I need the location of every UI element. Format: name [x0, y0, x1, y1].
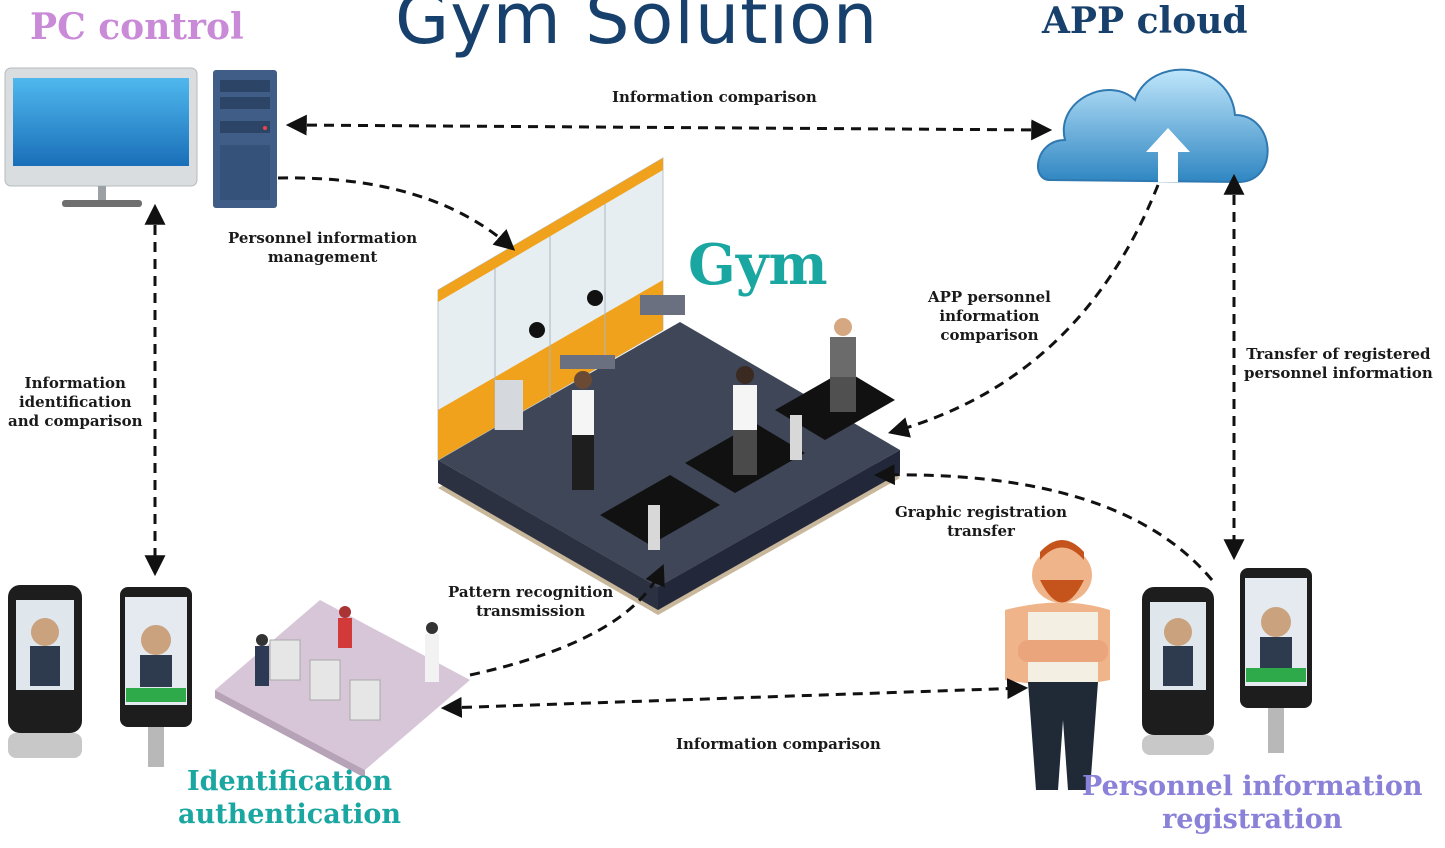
connectors [144, 114, 1245, 718]
gym-label: Gym [688, 232, 828, 298]
page-title: Gym Solution [395, 0, 879, 60]
cloud-upload-icon [1037, 68, 1269, 184]
gym-floor-illustration [437, 157, 900, 615]
edge-label-info-comparison-bottom: Information comparison [676, 735, 881, 753]
edge-label-info-comparison-top: Information comparison [612, 88, 817, 106]
edge-label-pattern-recognition: Pattern recognition transmission [448, 583, 614, 620]
edge-label-transfer-registered: Transfer of registered personnel informa… [1244, 345, 1433, 382]
edge-label-graphic-registration: Graphic registration transfer [895, 503, 1068, 540]
identification-label: Identification authentication [178, 766, 402, 830]
registration-label: Personnel information registration [1082, 771, 1423, 835]
turnstile-lobby-illustration [215, 600, 470, 778]
edge-label-info-identification: Information identification and compariso… [8, 374, 143, 430]
app-cloud-label: APP cloud [1042, 0, 1248, 42]
edge-label-app-personnel: APP personnel information comparison [928, 288, 1051, 344]
face-terminal-icon [1142, 568, 1312, 755]
edge-label-personnel-management: Personnel information management [228, 229, 418, 266]
server-tower-icon [213, 70, 277, 208]
monitor-icon [4, 67, 198, 207]
bearded-man-illustration [1005, 540, 1110, 790]
pc-control-label: PC control [30, 6, 244, 48]
face-terminal-icon [8, 585, 192, 767]
